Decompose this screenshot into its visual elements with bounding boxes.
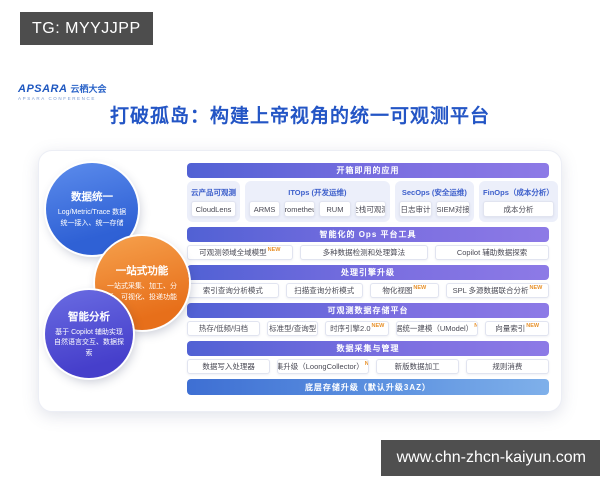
group-finops: FinOps（成本分析） 成本分析	[479, 181, 558, 222]
pill-label: SPL 多源数据联合分析	[452, 286, 529, 295]
new-badge: NEW	[474, 323, 479, 329]
pill-label: 扫描查询分析模式	[294, 286, 355, 295]
collection-pills: 数据写入处理器 采集升级（LoongCollector）NEW 新版数据加工 规…	[187, 359, 549, 374]
url-watermark-text: www.chn-zhcn-kaiyun.com	[396, 449, 586, 466]
group-secops: SecOps (安全运维) 日志审计 SIEM对接	[394, 181, 475, 222]
feature-pill: Copilot 辅助数据探索	[435, 245, 549, 260]
feature-pill: CloudLens	[191, 201, 236, 217]
tg-watermark-text: TG: MYYJJPP	[32, 19, 141, 37]
new-badge: NEW	[267, 247, 281, 253]
new-badge: NEW	[529, 285, 543, 291]
pill-label: 日志审计	[400, 204, 431, 214]
section-header-applications: 开箱即用的应用	[187, 163, 549, 178]
pill-label: 数据写入处理器	[202, 362, 255, 371]
feature-pill: ARMS	[249, 201, 281, 217]
storage-upgrade-bar: 底层存储升级（默认升级3AZ）	[187, 379, 549, 395]
group-pills: 成本分析	[483, 201, 554, 217]
pill-label: 成本分析	[503, 204, 534, 214]
pill-label: 数据统一建模（UModel）	[396, 324, 474, 333]
tg-watermark-badge: TG: MYYJJPP	[20, 12, 153, 45]
main-card: 数据统一 Log/Metric/Trace 数据统一接入、统一存储 一站式功能 …	[38, 150, 562, 412]
section-header-collection: 数据采集与管理	[187, 341, 549, 356]
pill-label: ARMS	[253, 204, 276, 214]
pill-label: RUM	[326, 204, 344, 214]
pill-label: 热存/低频/归档	[198, 324, 249, 333]
feature-panel: 开箱即用的应用 云产品可观测 CloudLens ITOps (开发运维) AR…	[187, 163, 558, 395]
pill-label: 可观测领域全域模型	[199, 248, 267, 257]
feature-pill: 数据写入处理器	[187, 359, 271, 374]
application-groups: 云产品可观测 CloudLens ITOps (开发运维) ARMS Prome…	[187, 181, 558, 222]
group-cloudlens: 云产品可观测 CloudLens	[187, 181, 240, 222]
section-header-engine-upgrade: 处理引擎升级	[187, 265, 549, 280]
apsara-logo: APSARA 云栖大会 APSARA CONFERENCE	[18, 82, 106, 101]
circle-smart-analysis: 智能分析 基于 Copilot 辅助实现自然语言交互、数据探索	[45, 290, 133, 378]
group-title: SecOps (安全运维)	[401, 188, 467, 197]
feature-pill: 采集升级（LoongCollector）NEW	[277, 359, 369, 374]
group-pills: ARMS Prometheus RUM 全栈可观测	[249, 201, 386, 217]
feature-pill: 规则消费	[465, 359, 549, 374]
group-title: ITOps (开发运维)	[288, 188, 347, 197]
new-badge: NEW	[364, 361, 369, 367]
feature-pill: 热存/低频/归档	[187, 321, 260, 336]
section-header-storage-platform: 可观测数据存储平台	[187, 303, 549, 318]
pill-label: 索引查询分析模式	[202, 286, 263, 295]
group-pills: CloudLens	[191, 201, 236, 217]
new-badge: NEW	[413, 285, 427, 291]
pill-label: 向量索引	[495, 324, 526, 333]
logo-chinese-text: 云栖大会	[70, 84, 107, 94]
pill-label: Prometheus	[284, 204, 314, 214]
pill-label: 新版数据加工	[394, 362, 440, 371]
group-pills: 日志审计 SIEM对接	[398, 201, 471, 217]
feature-pill: RUM	[319, 201, 351, 217]
feature-pill: 新版数据加工	[375, 359, 459, 374]
circle-body: Log/Metric/Trace 数据统一接入、统一存储	[57, 209, 127, 227]
feature-pill: SIEM对接	[436, 201, 471, 217]
new-badge: NEW	[371, 323, 385, 329]
circle-body: 一站式采集、加工、分析、可视化、投递功能	[107, 283, 177, 301]
logo-brand-text: APSARA	[18, 83, 68, 95]
pill-label: 全栈可观测	[356, 204, 385, 214]
feature-pill: 索引查询分析模式	[187, 283, 279, 298]
group-title: 云产品可观测	[191, 188, 236, 197]
url-watermark-badge: www.chn-zhcn-kaiyun.com	[380, 440, 600, 476]
group-itops: ITOps (开发运维) ARMS Prometheus RUM 全栈可观测	[245, 181, 390, 222]
circle-body: 基于 Copilot 辅助实现自然语言交互、数据探索	[54, 328, 124, 357]
pill-label: 标准型/查询型	[269, 324, 317, 333]
circle-title: 智能分析	[68, 310, 110, 323]
pill-label: 时序引擎2.0	[330, 324, 371, 333]
pill-label: 采集升级（LoongCollector）	[277, 362, 364, 371]
group-title: FinOps（成本分析）	[483, 188, 554, 197]
section-header-ops-tools: 智能化的 Ops 平台工具	[187, 227, 549, 242]
feature-pill: 成本分析	[483, 201, 554, 217]
feature-pill: 标准型/查询型	[266, 321, 319, 336]
pill-label: 规则消费	[492, 362, 523, 371]
feature-pill: 扫描查询分析模式	[285, 283, 363, 298]
feature-pill: 数据统一建模（UModel）NEW	[396, 321, 479, 336]
pill-label: 物化视图	[382, 286, 413, 295]
pill-label: 多种数据检测和处理算法	[322, 248, 406, 257]
pill-label: CloudLens	[195, 204, 232, 214]
pill-label: Copilot 辅助数据探索	[456, 248, 528, 257]
feature-pill: 日志审计	[398, 201, 433, 217]
circle-title: 数据统一	[71, 191, 113, 203]
circle-title: 一站式功能	[115, 265, 169, 277]
feature-pill: Prometheus	[284, 201, 316, 217]
logo-line: APSARA 云栖大会	[18, 82, 106, 95]
feature-pill: 多种数据检测和处理算法	[299, 245, 429, 260]
logo-tagline: APSARA CONFERENCE	[18, 96, 96, 101]
pill-label: SIEM对接	[436, 204, 470, 214]
feature-pill: 全栈可观测	[354, 201, 386, 217]
page-title: 打破孤岛：构建上帝视角的统一可观测平台	[109, 106, 490, 127]
new-badge: NEW	[526, 323, 540, 329]
